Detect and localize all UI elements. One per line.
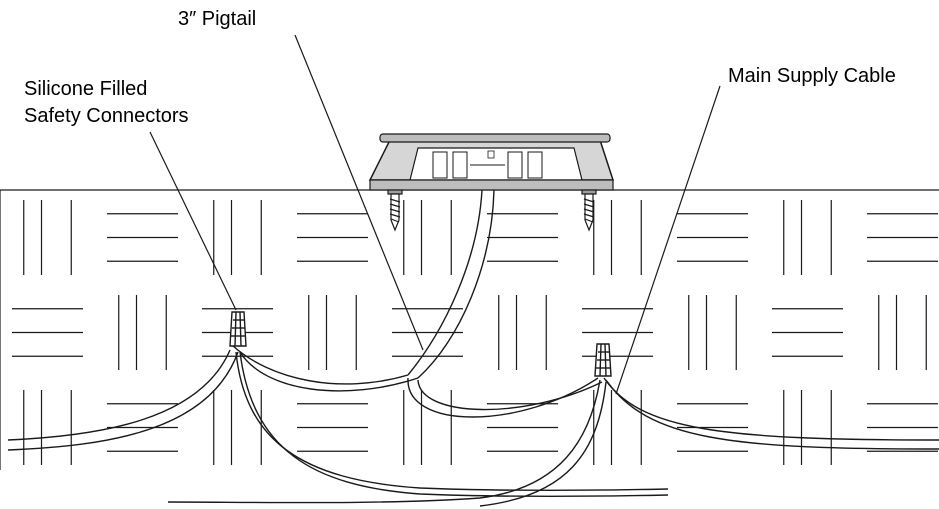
wire-nut-icon — [594, 343, 612, 377]
connectors-label-line1: Silicone Filled — [24, 78, 148, 100]
connectors-label-line2: Safety Connectors — [24, 105, 189, 127]
pigtail-leader-line — [294, 34, 424, 351]
wood-screw-icon — [387, 189, 403, 232]
pigtail-label: 3″ Pigtail — [178, 8, 257, 30]
parquet-deck-pattern — [0, 189, 939, 470]
connectors-leader-line — [149, 131, 237, 311]
light-fixture-icon — [368, 133, 615, 191]
wiring — [7, 189, 939, 507]
wood-screw-icon — [581, 189, 597, 232]
wire-nut-icon — [229, 311, 247, 347]
main-supply-label: Main Supply Cable — [728, 65, 896, 87]
leader-lines — [149, 34, 721, 395]
main-supply-leader-line — [615, 85, 721, 395]
